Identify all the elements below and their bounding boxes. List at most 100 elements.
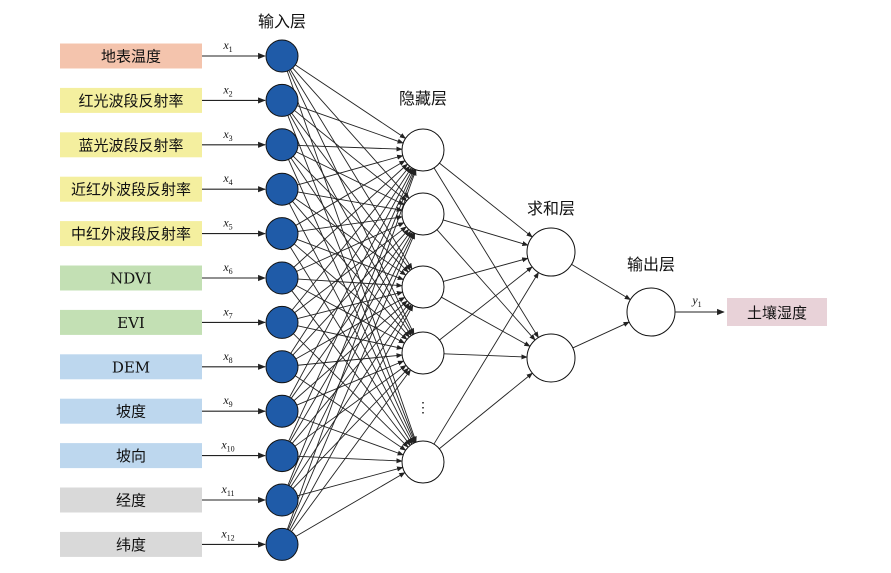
hidden-layer-title: 隐藏层 <box>399 89 447 108</box>
input-node <box>265 439 299 473</box>
output-box <box>727 298 827 326</box>
edge-input-hidden <box>293 300 408 401</box>
input-variable-label: x2 <box>222 82 232 98</box>
edge-input-hidden <box>290 303 412 487</box>
edge-input-hidden <box>296 222 405 272</box>
edge-input-hidden <box>294 110 408 202</box>
input-node <box>265 128 299 162</box>
edge-input-hidden <box>289 304 414 531</box>
feature-item: 近红外波段反射率 x4 <box>60 171 266 202</box>
edge-input-hidden <box>289 231 413 443</box>
input-variable-label: x4 <box>222 171 232 187</box>
edge-input-hidden <box>291 302 410 444</box>
edge-input-hidden <box>297 291 404 319</box>
feature-label: 中红外波段反射率 <box>71 225 191 243</box>
feature-label: 蓝光波段反射率 <box>78 136 183 154</box>
edge-input-hidden <box>288 159 415 444</box>
edge-input-hidden <box>297 191 403 212</box>
edge-hidden-sum <box>443 353 528 360</box>
edge-input-hidden <box>296 416 404 456</box>
node-layers: ⋮ <box>265 39 676 561</box>
sum-node <box>526 333 576 383</box>
connections <box>286 64 631 537</box>
feature-label: DEM <box>112 358 150 376</box>
feature-item: 坡向 x10 <box>60 438 266 469</box>
edge-input-hidden <box>293 163 408 268</box>
edge-input-hidden <box>297 325 404 350</box>
output-variable-label: y1 <box>691 293 701 309</box>
feature-label: 坡向 <box>116 447 146 465</box>
input-variable-label: x3 <box>222 127 232 143</box>
edge-input-hidden <box>295 296 406 360</box>
edge-input-hidden <box>294 364 407 447</box>
edge-hidden-sum <box>439 266 533 341</box>
input-node <box>265 394 299 428</box>
feature-box <box>60 443 202 469</box>
edge-input-hidden <box>286 169 417 530</box>
edge-input-hidden <box>292 367 409 489</box>
edge-input-hidden <box>286 70 417 443</box>
edge-hidden-sum <box>443 219 529 246</box>
edge-input-hidden <box>295 64 407 139</box>
edge-input-hidden <box>291 112 411 271</box>
edge-input-hidden <box>291 165 411 311</box>
edge-input-hidden <box>288 232 415 486</box>
edge-input-hidden <box>288 168 415 442</box>
feature-item: NDVI x6 <box>60 260 266 291</box>
edge-input-hidden <box>290 230 412 399</box>
layer-titles: 输入层 隐藏层 求和层 输出层 <box>258 12 675 274</box>
edge-input-hidden <box>297 353 403 366</box>
edge-input-hidden <box>296 105 404 144</box>
hidden-node <box>401 440 445 484</box>
sum-layer-title: 求和层 <box>527 199 575 218</box>
feature-box <box>60 531 202 557</box>
input-variable-label: x9 <box>222 393 232 409</box>
edge-input-hidden <box>292 155 409 273</box>
edge-input-hidden <box>293 333 409 448</box>
feature-box <box>60 309 202 335</box>
feature-label: 红光波段反射率 <box>78 92 183 110</box>
input-node <box>265 83 299 117</box>
feature-box <box>60 43 202 69</box>
edge-input-hidden <box>290 167 412 354</box>
edge-input-hidden <box>294 197 407 276</box>
feature-label: 纬度 <box>116 536 146 554</box>
input-variable-label: x5 <box>222 216 232 232</box>
edge-input-hidden <box>287 115 416 444</box>
input-variable-label: x11 <box>220 482 234 498</box>
edge-input-hidden <box>291 369 411 532</box>
input-variable-label: x10 <box>220 438 234 454</box>
edge-input-hidden <box>295 285 406 344</box>
hidden-node <box>401 265 445 309</box>
feature-label: NDVI <box>110 270 152 288</box>
edge-input-hidden <box>294 226 407 314</box>
input-node <box>265 527 299 561</box>
input-variable-label: x7 <box>222 304 232 320</box>
hidden-ellipsis: ⋮ <box>416 400 430 416</box>
hidden-node <box>401 192 445 236</box>
edge-sum-output <box>572 321 630 349</box>
edge-input-hidden <box>287 168 416 486</box>
feature-box <box>60 398 202 424</box>
input-node <box>265 39 299 73</box>
output-label: 土壤湿度 <box>747 304 807 322</box>
feature-label: EVI <box>117 314 145 332</box>
feature-label: 近红外波段反射率 <box>71 181 191 199</box>
edge-input-hidden <box>296 360 405 406</box>
output-layer-title: 输出层 <box>627 255 675 274</box>
edge-hidden-sum <box>439 372 533 450</box>
feature-box <box>60 87 202 113</box>
edge-input-hidden <box>288 203 414 444</box>
input-variable-label: x6 <box>222 260 232 276</box>
edge-input-hidden <box>287 232 416 530</box>
edge-hidden-sum <box>439 162 533 238</box>
feature-box <box>60 354 202 380</box>
edge-input-hidden <box>297 215 403 232</box>
edge-hidden-sum <box>433 167 539 339</box>
input-node <box>265 261 299 295</box>
edge-hidden-sum <box>443 257 529 282</box>
edge-input-hidden <box>293 243 408 340</box>
